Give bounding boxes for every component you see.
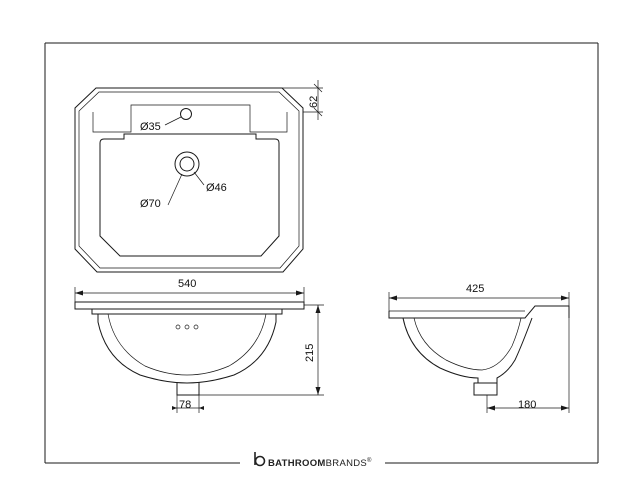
- side-view: 425 180: [388, 283, 570, 413]
- registered-mark: ®: [367, 457, 372, 464]
- side-waste-offset-label: 180: [518, 399, 536, 411]
- overflow-hole: [175, 324, 181, 330]
- rim-depth-label: 62: [308, 96, 320, 108]
- b-logo-icon: [254, 452, 266, 467]
- front-width-label: 540: [178, 278, 196, 290]
- front-waste-offset-label: 78: [179, 399, 191, 411]
- waste-outer: [174, 151, 200, 177]
- waste-outer-diameter-label: Ø70: [140, 198, 161, 210]
- front-height-label: 215: [304, 344, 316, 362]
- waste-inner: [179, 156, 195, 172]
- brand-name-bold: BATHROOM: [268, 458, 326, 469]
- front-view: 540 215 78: [74, 278, 324, 413]
- brand-logo: BATHROOMBRANDS®: [254, 452, 372, 469]
- side-depth-label: 425: [466, 283, 484, 295]
- top-view: Ø35 Ø70 Ø46 62: [74, 80, 323, 273]
- overflow-hole: [184, 324, 190, 330]
- brand-name-light: BRANDS: [326, 458, 367, 469]
- drawing-frame: [44, 42, 599, 464]
- tap-hole-diameter-label: Ø35: [140, 121, 161, 133]
- svg-text:BATHROOMBRANDS®: BATHROOMBRANDS®: [268, 457, 372, 469]
- tap-hole: [180, 108, 192, 120]
- overflow-hole: [193, 324, 199, 330]
- waste-inner-diameter-label: Ø46: [206, 182, 227, 194]
